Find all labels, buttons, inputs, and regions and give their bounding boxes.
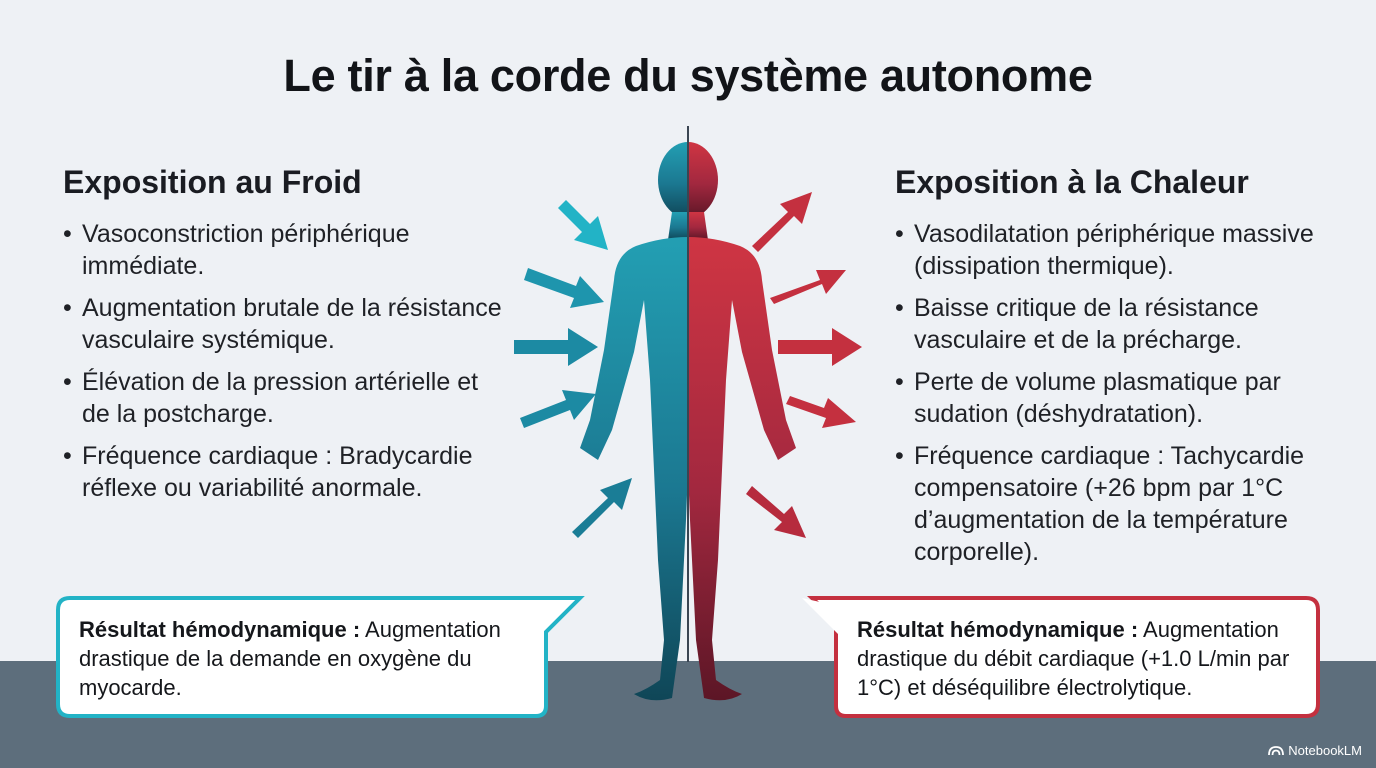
- outward-arrow-icon: [746, 486, 806, 538]
- inward-arrow-icon: [558, 200, 608, 250]
- cold-result-label: Résultat hémodynamique :: [79, 617, 361, 642]
- outward-arrow-icon: [786, 396, 856, 428]
- cold-result-text: Résultat hémodynamique : Augmentation dr…: [79, 617, 501, 700]
- heat-effect-item: •Perte de volume plasmatique par sudatio…: [895, 368, 1281, 428]
- inward-arrow-icon: [514, 328, 598, 366]
- cold-effects-list: •Vasoconstriction périphérique immédiate…: [63, 218, 503, 514]
- page-title: Le tir à la corde du système autonome: [283, 50, 1093, 101]
- cold-effect-item: •Élévation de la pression artérielle et …: [63, 368, 479, 428]
- inward-arrow-icon: [520, 390, 596, 428]
- cold-heading: Exposition au Froid: [63, 164, 362, 200]
- heat-result-text: Résultat hémodynamique : Augmentation dr…: [857, 617, 1290, 700]
- heat-result-label: Résultat hémodynamique :: [857, 617, 1139, 642]
- heat-effect-item: •Fréquence cardiaque : Tachycardie compe…: [895, 442, 1305, 566]
- heat-effect-item: •Baisse critique de la résistance vascul…: [895, 294, 1259, 354]
- brand-label: NotebookLM: [1288, 743, 1362, 758]
- cold-effect-item: •Vasoconstriction périphérique immédiate…: [63, 220, 410, 280]
- inward-arrow-icon: [524, 268, 604, 308]
- outward-arrow-icon: [752, 192, 812, 252]
- notebooklm-logo-icon: [1268, 746, 1285, 756]
- cold-effect-item: •Augmentation brutale de la résistance v…: [63, 294, 502, 354]
- heat-heading: Exposition à la Chaleur: [895, 164, 1249, 200]
- outward-arrow-icon: [778, 328, 862, 366]
- cold-effect-item: •Fréquence cardiaque : Bradycardie réfle…: [63, 442, 473, 502]
- heat-effect-item: •Vasodilatation périphérique massive (di…: [895, 220, 1314, 280]
- outward-arrow-icon: [770, 270, 846, 304]
- heat-effects-list: •Vasodilatation périphérique massive (di…: [895, 218, 1335, 578]
- inward-arrow-icon: [572, 478, 632, 538]
- brand-watermark: NotebookLM: [1268, 743, 1362, 758]
